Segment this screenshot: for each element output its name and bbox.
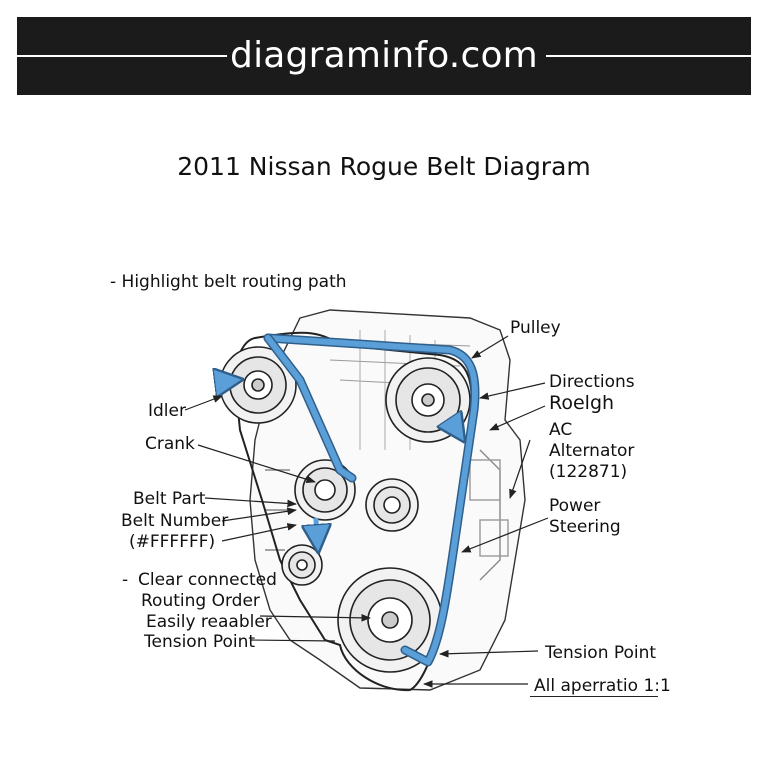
site-banner: diagraminfo.com (17, 17, 751, 95)
label-tension-point-right: Tension Point (545, 643, 657, 663)
label-steering: Steering (549, 517, 621, 537)
label-roelgh: Roelgh (549, 392, 615, 414)
scale-underline (530, 696, 658, 697)
label-belt-part: Belt Part (133, 489, 206, 509)
label-alternator-code: (122871) (549, 462, 628, 482)
leader-lines (184, 335, 549, 688)
label-belt-number: Belt Number (121, 511, 229, 531)
label-ac: AC (549, 420, 573, 440)
label-clear-connected: Clear connected (138, 570, 277, 590)
label-alternator: Alternator (549, 441, 635, 461)
site-name[interactable]: diagraminfo.com (230, 35, 538, 76)
label-power: Power (549, 496, 601, 516)
label-idler: Idler (148, 401, 186, 421)
pulley-tensioner (281, 544, 323, 586)
highlight-note: - Highlight belt routing path (110, 272, 347, 292)
label-directions: Directions (549, 372, 635, 392)
label-scale: All aperratio 1:1 (534, 676, 671, 696)
page-title: 2011 Nissan Rogue Belt Diagram (177, 152, 591, 181)
banner-rule-right (546, 55, 751, 57)
label-easily: Easily reaabler (146, 612, 272, 632)
label-tension-point-left: Tension Point (144, 632, 256, 652)
pulley-center (365, 478, 419, 532)
highlighted-belt-route (222, 333, 480, 667)
clear-note-dash: - (122, 570, 129, 590)
label-crank: Crank (145, 434, 195, 454)
pulley-crank-main (337, 567, 443, 673)
label-pulley: Pulley (510, 318, 561, 338)
label-routing-order: Routing Order (141, 591, 260, 611)
label-belt-color: (#FFFFFF) (129, 532, 216, 552)
banner-rule-left (17, 55, 227, 57)
